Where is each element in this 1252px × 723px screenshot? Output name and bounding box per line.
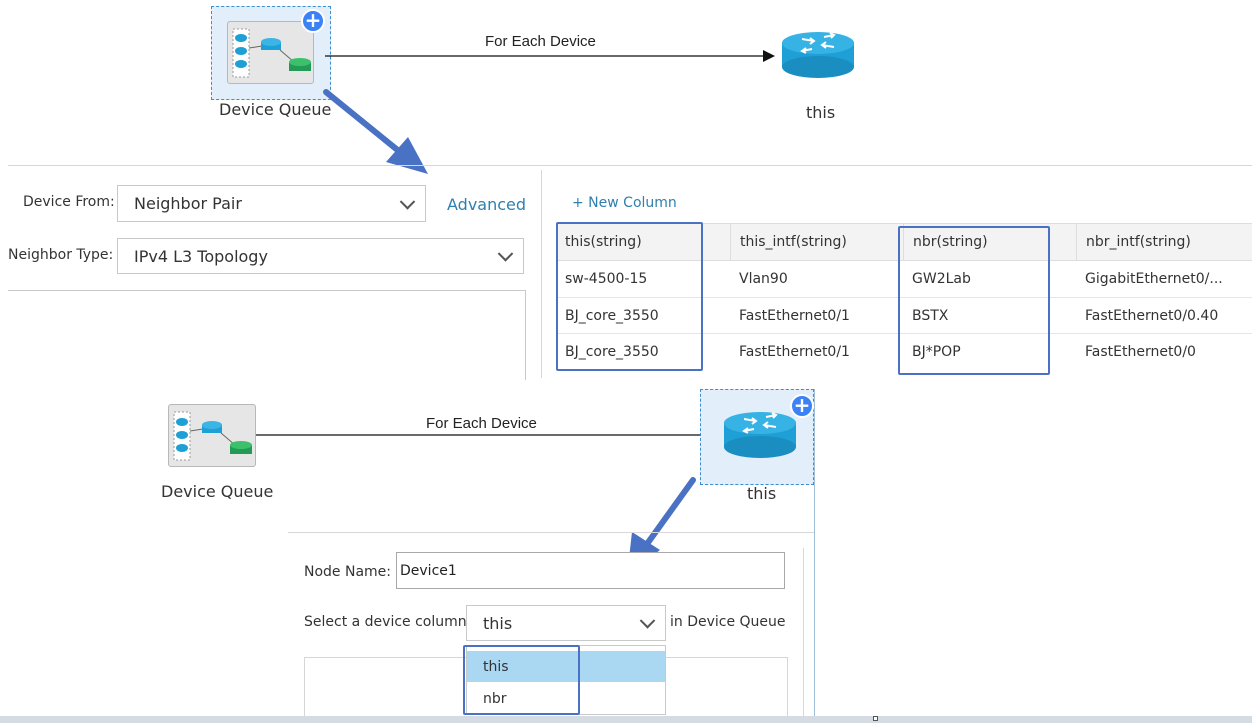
neighbor-type-select[interactable]: IPv4 L3 Topology (117, 238, 524, 274)
callout-arrow-1 (323, 89, 428, 174)
device-queue-icon (232, 28, 311, 78)
cell-nbr-intf: GigabitEthernet0/... (1076, 261, 1252, 298)
cell-this: sw-4500-15 (556, 261, 730, 298)
cell-this-intf: FastEthernet0/1 (739, 344, 850, 360)
bottom-edge-label: For Each Device (426, 415, 537, 432)
bottom-scroll-strip (0, 716, 1252, 723)
device-column-dropdown: this nbr (466, 645, 666, 715)
neighbor-type-value: IPv4 L3 Topology (134, 246, 268, 266)
node-name-input[interactable]: Device1 (396, 552, 785, 589)
cell-nbr-intf: FastEthernet0/0.40 (1076, 298, 1252, 334)
resize-handle[interactable] (873, 716, 878, 721)
new-column-link[interactable]: + New Column (572, 195, 677, 211)
top-router-icon[interactable] (780, 30, 856, 80)
device-column-value: this (483, 613, 513, 633)
highlight-nbr-column (898, 226, 1050, 375)
node-panel-right-edge (803, 548, 804, 716)
add-node-plus-icon[interactable]: + (301, 9, 325, 33)
highlight-this-column (556, 222, 703, 371)
device-column-select[interactable]: this (466, 605, 666, 641)
dropdown-option-nbr[interactable]: nbr (483, 690, 507, 707)
top-divider (8, 165, 1252, 166)
device-from-label: Device From: (23, 194, 115, 210)
top-target-label: this (806, 103, 836, 122)
cell-nbr-intf: FastEthernet0/0 (1085, 344, 1196, 360)
bottom-device-queue-node[interactable] (168, 404, 256, 467)
cell-this-intf: FastEthernet0/1 (730, 298, 903, 334)
chevron-down-icon (497, 246, 514, 262)
panel-divider (541, 170, 542, 378)
select-column-label: Select a device column (304, 614, 467, 630)
column-header-nbr-intf[interactable]: nbr_intf(string) (1076, 223, 1252, 261)
bottom-target-label: this (747, 484, 777, 503)
cell-nbr: GW2Lab (903, 261, 1076, 298)
advanced-link[interactable]: Advanced (447, 195, 527, 214)
chevron-down-icon (639, 613, 656, 629)
cell-this: BJ_core_3550 (565, 344, 659, 360)
in-device-queue-label: in Device Queue (670, 614, 786, 630)
column-header-nbr[interactable]: nbr(string) (903, 223, 1076, 261)
cell-this-intf: Vlan90 (730, 261, 903, 298)
device-queue-icon (173, 411, 252, 461)
column-header-this-intf[interactable]: this_intf(string) (730, 223, 903, 261)
bottom-source-label: Device Queue (161, 482, 274, 501)
highlight-dropdown-options (463, 645, 580, 715)
add-node-plus-icon[interactable]: + (790, 394, 814, 418)
dropdown-option-this[interactable]: this (467, 651, 665, 682)
bottom-divider (288, 532, 814, 533)
query-results-area (8, 290, 526, 380)
cell-nbr: BSTX (903, 298, 1076, 334)
device-from-value: Neighbor Pair (134, 194, 242, 213)
top-source-label: Device Queue (219, 100, 332, 119)
cell-nbr: BJ*POP (912, 344, 961, 360)
neighbor-type-label: Neighbor Type: (8, 247, 114, 263)
chevron-down-icon (399, 193, 416, 210)
device-queue-node[interactable] (227, 21, 314, 84)
right-panel-edge (814, 389, 815, 716)
node-name-label: Node Name: (304, 564, 392, 580)
top-flow-edge-arrow (325, 50, 775, 62)
device-from-select[interactable]: Neighbor Pair (117, 185, 426, 222)
bottom-router-icon[interactable] (722, 410, 798, 460)
top-edge-label: For Each Device (485, 33, 596, 50)
cell-this: BJ_core_3550 (556, 298, 730, 334)
